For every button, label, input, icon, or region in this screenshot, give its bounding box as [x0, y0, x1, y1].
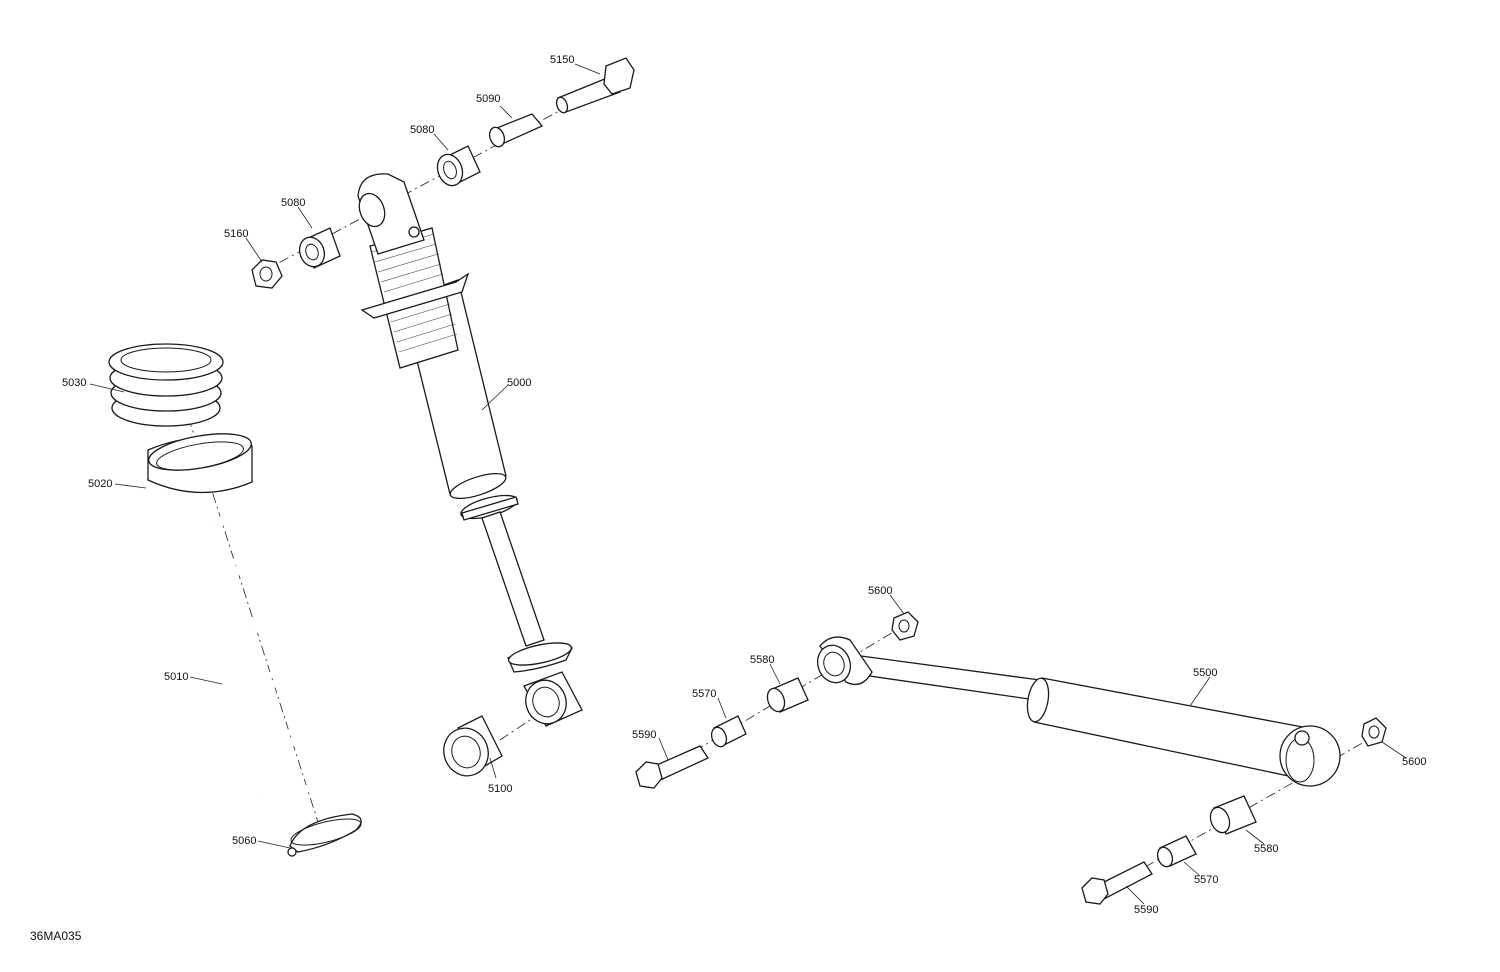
bolt-5150	[555, 57, 635, 114]
callout-5570-left: 5570	[692, 688, 716, 700]
sleeve-5090	[488, 113, 544, 148]
callout-5580-left: 5580	[750, 654, 774, 666]
callout-5600-right: 5600	[1402, 756, 1426, 768]
callout-5580-right: 5580	[1254, 843, 1278, 855]
leader-lines	[89, 63, 1407, 905]
damper-5500	[816, 636, 1341, 787]
callout-5160: 5160	[224, 228, 248, 240]
callout-5010: 5010	[164, 671, 188, 683]
shock-absorber-5000	[357, 173, 583, 727]
callout-5080: 5080	[281, 197, 305, 209]
callout-5080-top: 5080	[410, 124, 434, 136]
bushing-5100	[443, 715, 503, 777]
bushing-5580-left	[766, 677, 809, 713]
callout-5500: 5500	[1193, 667, 1217, 679]
nut-5160	[251, 259, 283, 289]
clip-5060	[287, 813, 362, 857]
nut-5600-top	[891, 611, 919, 641]
callout-5060: 5060	[232, 835, 256, 847]
callout-5030: 5030	[62, 377, 86, 389]
spring-5010	[184, 511, 338, 802]
callout-5020: 5020	[88, 478, 112, 490]
callout-5100: 5100	[488, 783, 512, 795]
callout-5090: 5090	[476, 93, 500, 105]
bushing-5080-top	[436, 145, 481, 187]
spring-5030	[108, 343, 224, 427]
callout-5590-left: 5590	[632, 729, 656, 741]
callout-5590-right: 5590	[1134, 904, 1158, 916]
bolt-5590-left	[635, 745, 709, 789]
sleeve-5570-left	[710, 715, 747, 748]
callout-labels: 5150 5090 5080 5080 5160 5000 5030 5020 …	[62, 54, 1426, 916]
callout-5600-top: 5600	[868, 585, 892, 597]
bushing-5580-right	[1209, 795, 1257, 835]
callout-5150: 5150	[550, 54, 574, 66]
spacer-5020	[147, 433, 253, 494]
bolt-5590-right	[1081, 861, 1153, 905]
callout-5000: 5000	[507, 377, 531, 389]
bushing-5080	[298, 227, 341, 269]
center-lines	[169, 77, 1381, 888]
callout-5570-right: 5570	[1194, 874, 1218, 886]
sleeve-5570-right	[1156, 835, 1197, 868]
drawing-code: 36MA035	[30, 929, 82, 943]
